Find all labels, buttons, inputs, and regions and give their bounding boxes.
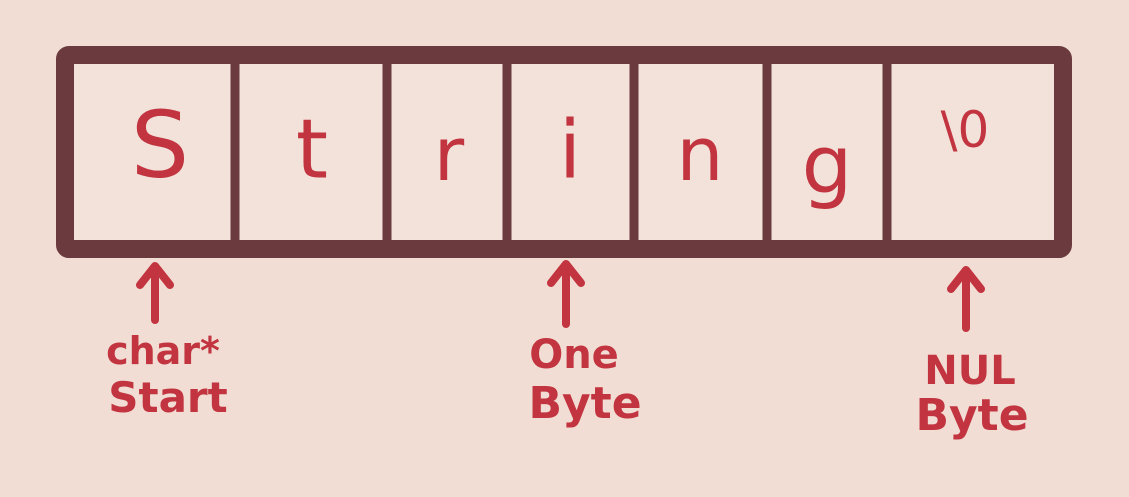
pointer-arrows bbox=[136, 260, 985, 332]
pointer-label-line1: One bbox=[529, 332, 619, 378]
memory-box bbox=[56, 46, 1072, 258]
up-arrow-icon bbox=[547, 260, 585, 328]
up-arrow-icon bbox=[947, 266, 985, 332]
pointer-label-line2: Byte bbox=[528, 378, 641, 429]
cell-char: g bbox=[802, 119, 853, 212]
cell-char: S bbox=[131, 92, 189, 199]
pointer-label-line2: Start bbox=[108, 373, 227, 422]
cell-char: \0 bbox=[941, 101, 990, 159]
pointer-label-line1: NUL bbox=[924, 348, 1015, 394]
cell-char: r bbox=[434, 112, 465, 198]
cell-char: i bbox=[559, 104, 581, 197]
cell-dividers bbox=[230, 59, 892, 245]
cell-char: n bbox=[677, 112, 724, 198]
cell-char: t bbox=[296, 103, 328, 198]
pointer-label-line2: Byte bbox=[915, 390, 1028, 441]
pointer-label-line1: char* bbox=[106, 329, 220, 373]
up-arrow-icon bbox=[136, 262, 174, 324]
